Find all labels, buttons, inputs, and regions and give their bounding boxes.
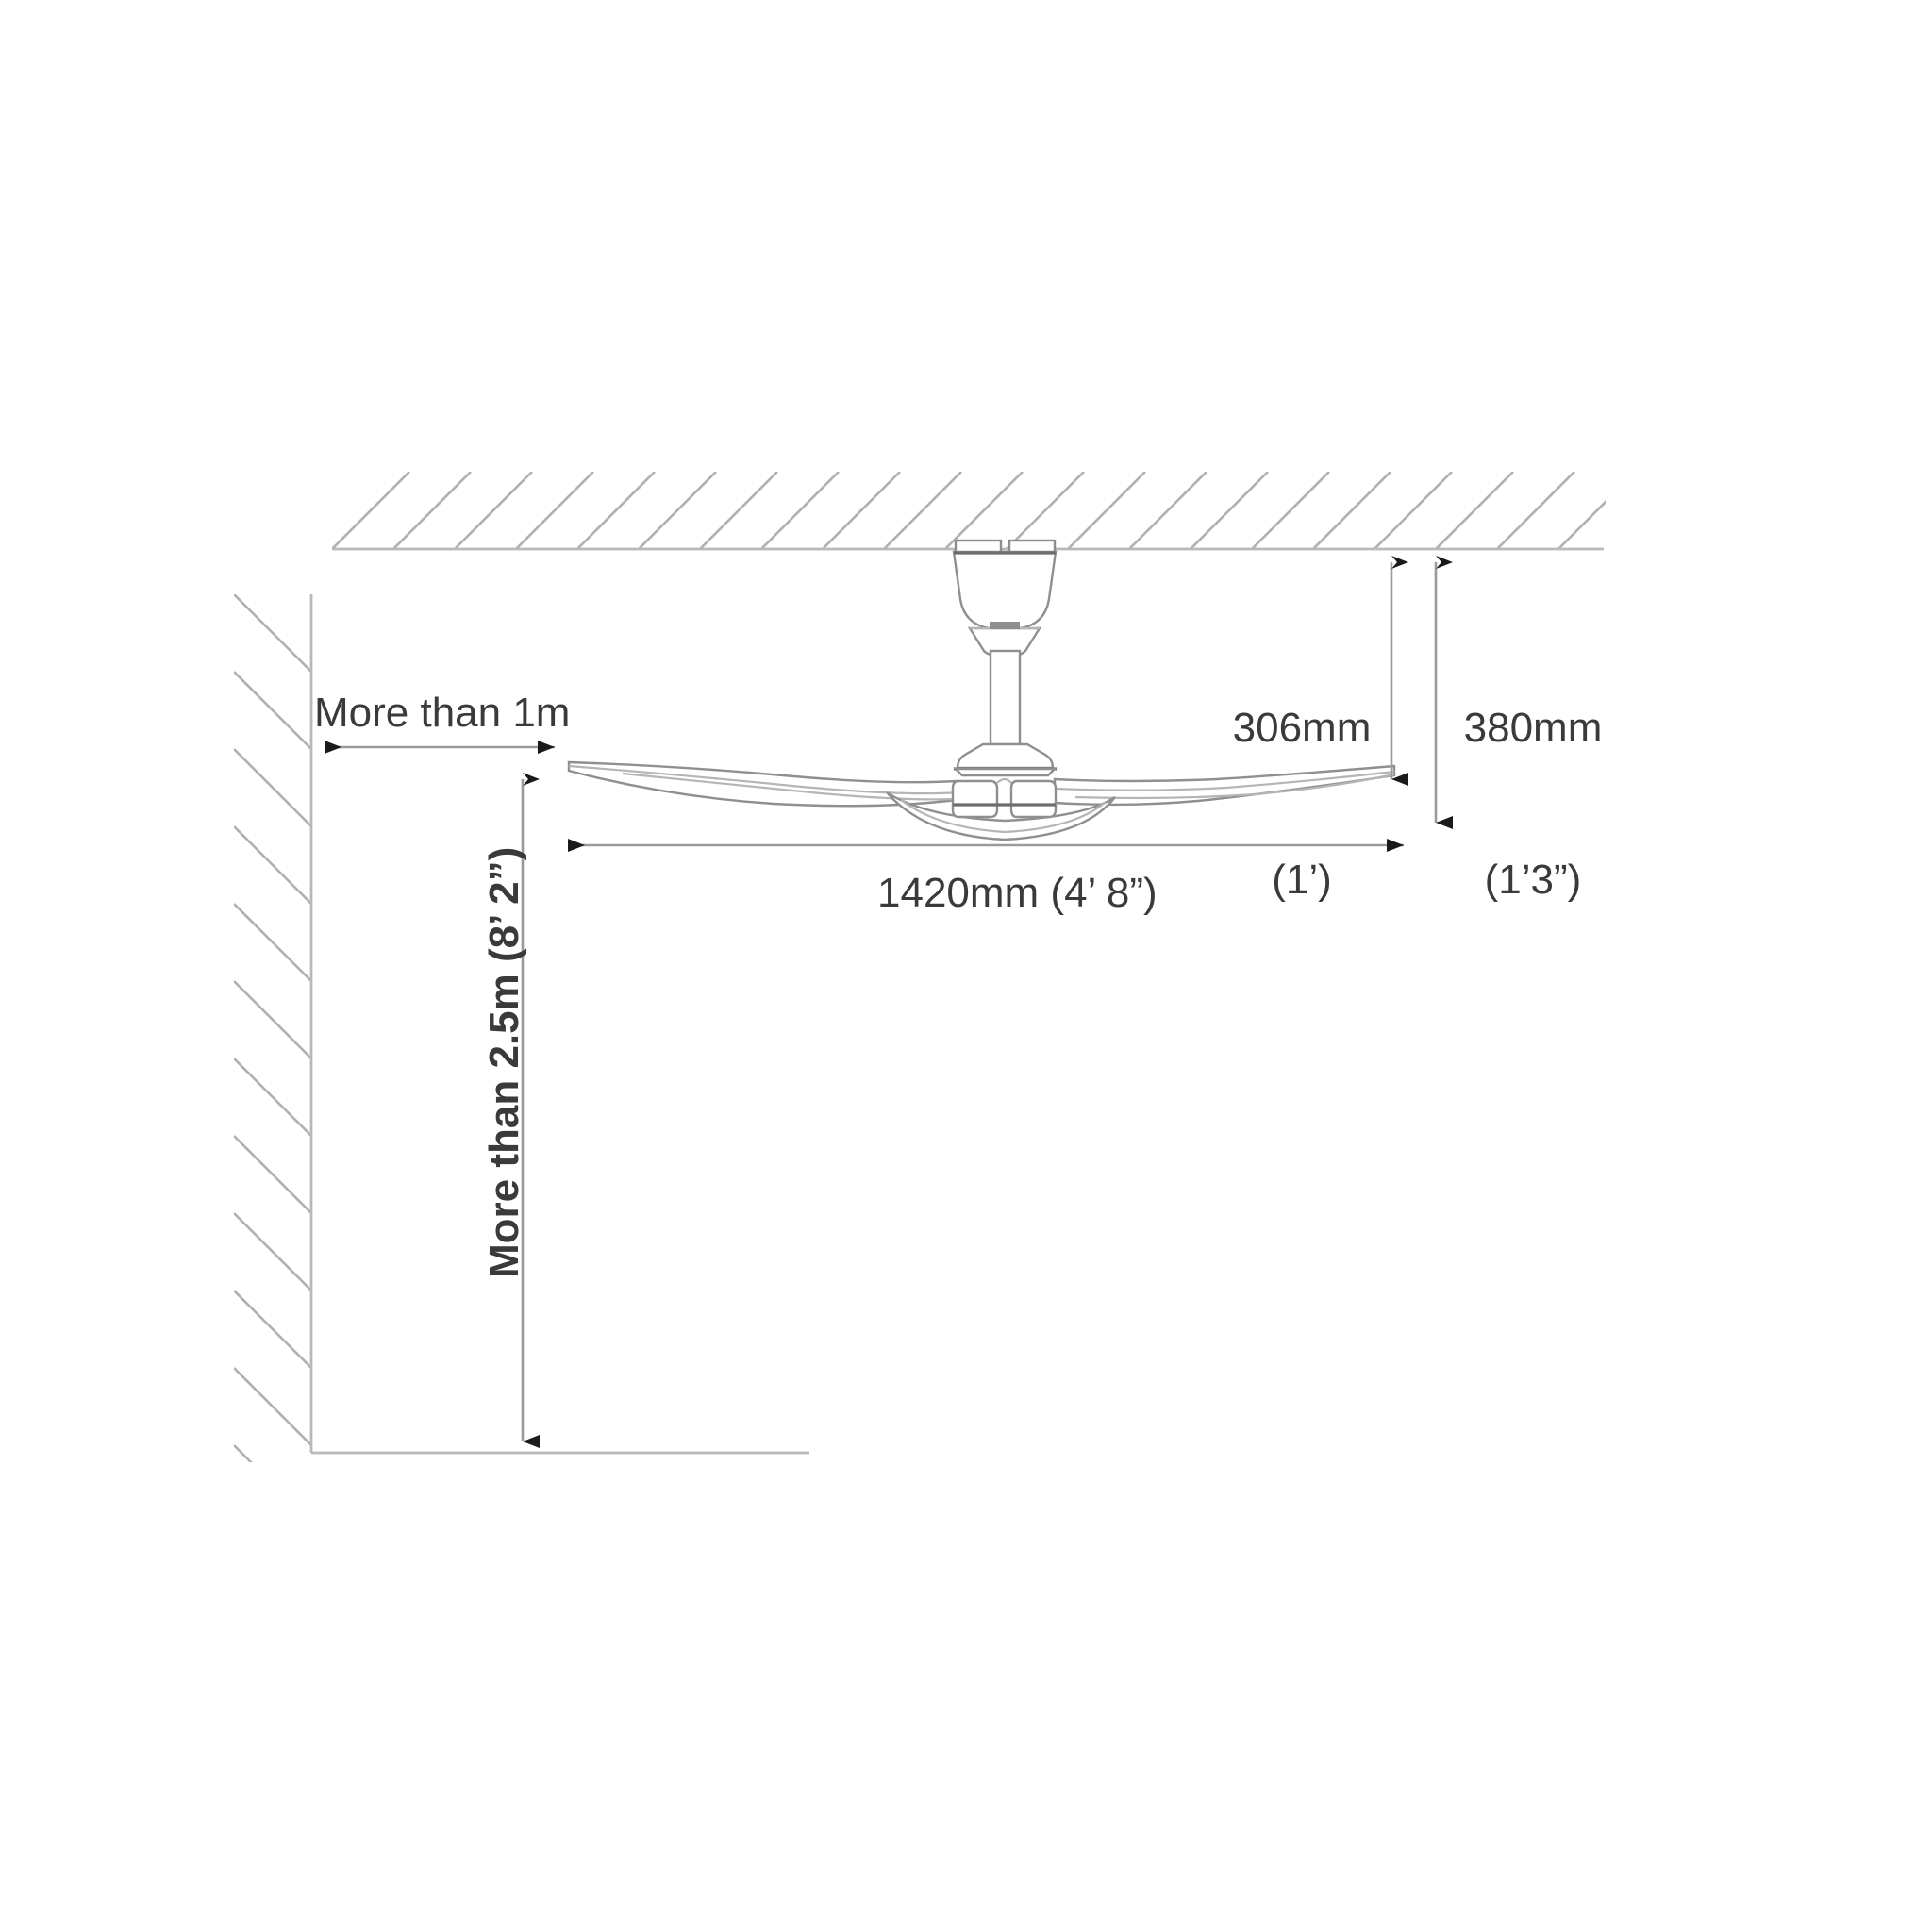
dimension-306mm-imperial: (1’) — [1272, 857, 1332, 904]
dimension-380mm-imperial: (1’3”) — [1484, 857, 1582, 904]
ceiling-fan — [567, 539, 1396, 841]
dimension-label-floor-clearance: More than 2.5m (8’ 2”) — [481, 846, 527, 1278]
dimension-label-blade-span: 1420mm (4’ 8”) — [877, 870, 1158, 916]
wall-hatch — [234, 594, 311, 1462]
fan-mount-plate — [954, 539, 1057, 555]
fan-motor-housing — [953, 742, 1058, 777]
dimension-380mm-metric: 380mm — [1463, 705, 1603, 752]
fan-hub-arms — [951, 777, 1058, 819]
dimension-label-306mm: 306mm (1’) — [1226, 602, 1377, 1007]
dimension-label-380mm: 380mm (1’3”) — [1453, 602, 1613, 1007]
wall-structure — [234, 594, 313, 1462]
dimension-306mm-metric: 306mm — [1232, 705, 1372, 752]
fan-downrod — [989, 649, 1022, 746]
fan-canopy — [952, 550, 1058, 657]
ceiling-hatch — [332, 472, 1606, 549]
dimension-label-wall-clearance: More than 1m — [314, 690, 571, 736]
ceiling-structure — [332, 472, 1606, 551]
